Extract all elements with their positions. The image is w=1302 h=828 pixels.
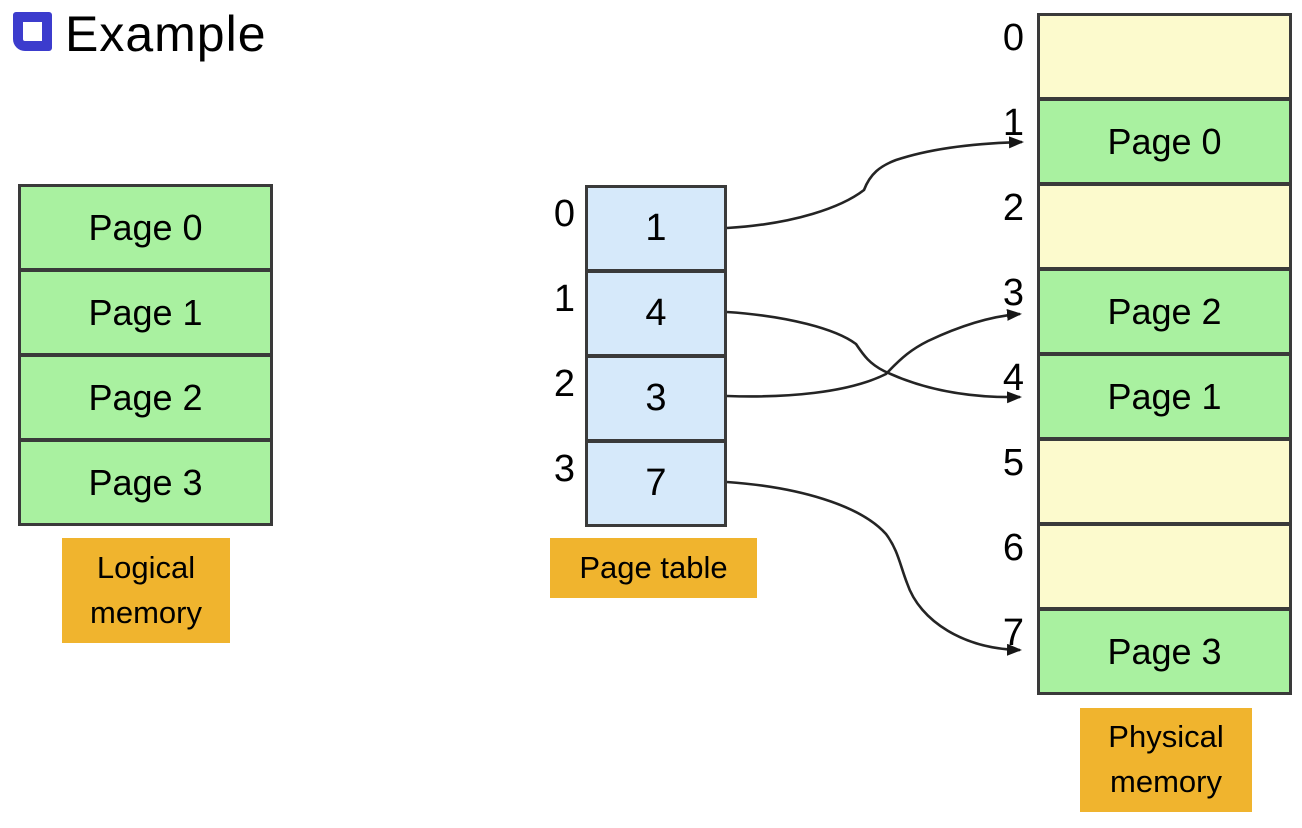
page-table-value: 1	[645, 207, 667, 249]
logical-page-label: Page 1	[88, 291, 203, 333]
page-table-entry: 3	[585, 355, 727, 442]
page-table-entry: 4	[585, 270, 727, 357]
memory-frame-used: Page 1	[1037, 353, 1292, 440]
logical-page-label: Page 0	[88, 206, 203, 248]
arrow-page-3-to-frame-7	[726, 480, 1022, 656]
square-bullet-icon	[13, 12, 52, 51]
arrow-page-1-to-frame-4	[726, 310, 1022, 404]
memory-frame-free	[1037, 183, 1292, 270]
logical-page-label: Page 3	[88, 461, 203, 503]
title-row: Example	[13, 9, 267, 59]
page-table-row-index: 3	[553, 448, 575, 490]
logical-memory-label: Logical memory	[62, 538, 230, 643]
memory-frame-used: Page 3	[1037, 608, 1292, 695]
frame-index: 7	[1002, 612, 1024, 654]
logical-page-cell: Page 3	[18, 439, 273, 526]
frame-content: Page 1	[1107, 375, 1222, 417]
arrow-page-2-to-frame-3	[726, 308, 1022, 398]
page-table-label: Page table	[550, 538, 757, 598]
page-title: Example	[65, 6, 267, 62]
page-table-value: 7	[645, 462, 667, 504]
page-table-row-index: 0	[553, 193, 575, 235]
frame-index: 0	[1002, 17, 1024, 59]
physical-memory-label: Physical memory	[1080, 708, 1252, 812]
memory-frame-free	[1037, 438, 1292, 525]
frame-index: 4	[1002, 357, 1024, 399]
frame-index: 1	[1002, 102, 1024, 144]
logical-page-cell: Page 2	[18, 354, 273, 441]
memory-frame-used: Page 2	[1037, 268, 1292, 355]
memory-frame-used: Page 0	[1037, 98, 1292, 185]
frame-index: 2	[1002, 187, 1024, 229]
frame-index: 5	[1002, 442, 1024, 484]
logical-page-cell: Page 1	[18, 269, 273, 356]
arrow-page-0-to-frame-1	[726, 136, 1024, 230]
frame-content: Page 2	[1107, 290, 1222, 332]
page-table-entry: 7	[585, 440, 727, 527]
page-table-entry: 1	[585, 185, 727, 272]
memory-frame-free	[1037, 13, 1292, 100]
frame-content: Page 0	[1107, 120, 1222, 162]
page-table-row-index: 1	[553, 278, 575, 320]
page-table-value: 4	[645, 292, 667, 334]
frame-content: Page 3	[1107, 630, 1222, 672]
page-table-value: 3	[645, 377, 667, 419]
frame-index: 3	[1002, 272, 1024, 314]
logical-page-label: Page 2	[88, 376, 203, 418]
frame-index: 6	[1002, 527, 1024, 569]
logical-page-cell: Page 0	[18, 184, 273, 271]
page-table-row-index: 2	[553, 363, 575, 405]
memory-frame-free	[1037, 523, 1292, 610]
